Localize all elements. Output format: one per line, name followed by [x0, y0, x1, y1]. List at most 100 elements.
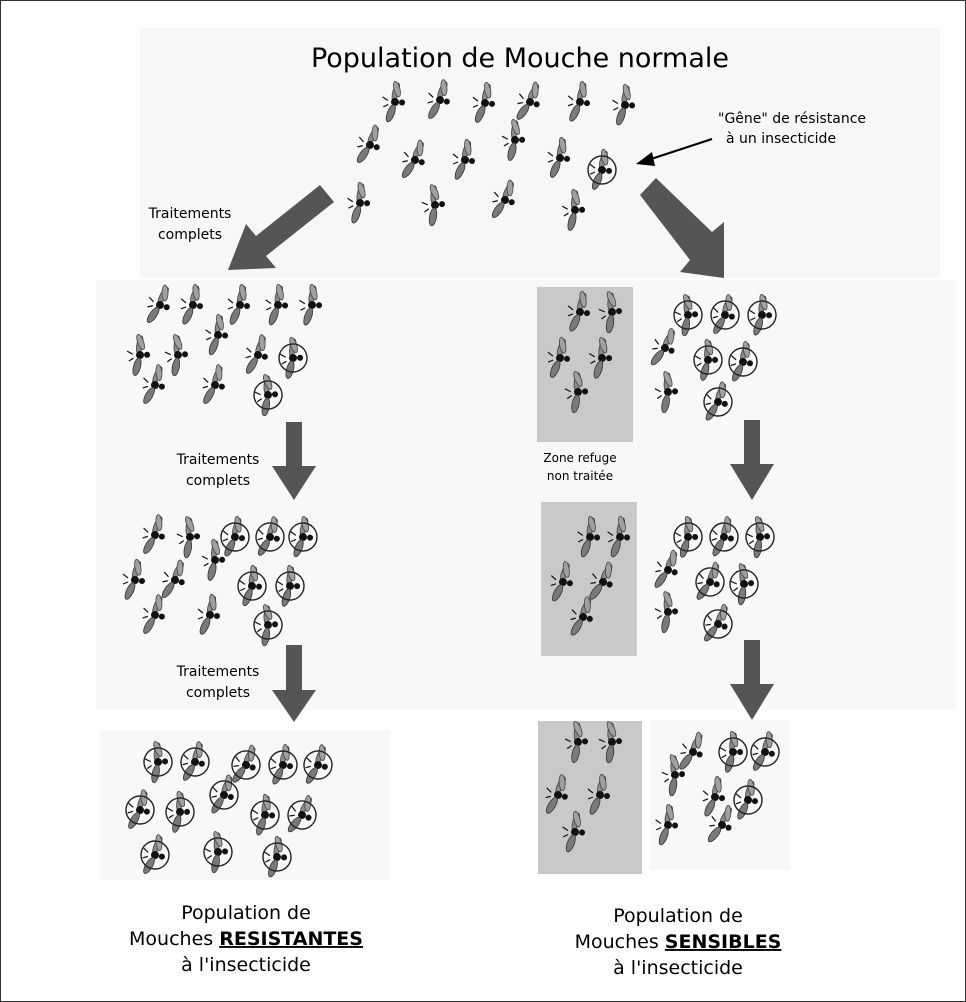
title: Population de Mouche normale: [311, 43, 729, 74]
gene-pointer-arrow: [636, 137, 713, 166]
resistance-marker-circle: [125, 795, 155, 825]
resistance-marker-circle: [303, 750, 333, 780]
resistant-fly: [180, 739, 210, 785]
resistant-fly: [140, 738, 173, 786]
result-left-line1: Population de: [181, 902, 311, 924]
resistance-marker-circle: [165, 797, 195, 827]
fly-population: [122, 77, 780, 880]
resistant-fly: [709, 514, 739, 559]
resistant-fly: [710, 292, 740, 338]
resistance-marker-circle: [220, 522, 250, 552]
resistant-fly: [274, 563, 305, 609]
resistance-marker-circle: [750, 737, 780, 767]
down-arrow-right-2: [730, 640, 774, 720]
resistant-fly: [164, 789, 195, 835]
resistant-fly: [276, 334, 308, 382]
resistant-fly: [747, 292, 777, 338]
resistance-marker-circle: [703, 387, 733, 417]
resistance-marker-circle: [255, 522, 285, 552]
resistant-fly: [693, 558, 725, 605]
resistant-fly: [250, 792, 280, 838]
resistance-marker-circle: [268, 750, 298, 780]
treatment-label-1a: Traitements: [148, 206, 232, 222]
gene-label-line1: "Gêne" de résistance: [718, 111, 866, 127]
resistance-marker-circle: [695, 567, 725, 597]
resistance-marker-circle: [253, 610, 283, 640]
resistant-fly: [670, 291, 704, 339]
resistance-marker-circle: [747, 300, 777, 330]
down-arrow-left-1: [272, 422, 316, 500]
resistance-marker-circle: [231, 750, 261, 780]
resistant-fly: [702, 379, 733, 425]
resistant-fly: [733, 778, 763, 822]
treatment-label-3b: complets: [186, 685, 250, 701]
result-left-line3: à l'insecticide: [181, 954, 311, 976]
gene-label-line2: à un insecticide: [726, 131, 836, 147]
resistance-marker-circle: [237, 571, 267, 601]
resistance-marker-circle: [180, 747, 210, 777]
treatment-label-2a: Traitements: [176, 452, 260, 468]
resistance-marker-circle: [745, 522, 775, 552]
resistant-fly: [255, 514, 285, 560]
resistance-marker-circle: [262, 842, 292, 872]
result-right-emph: SENSIBLES: [665, 931, 782, 953]
resistance-marker-circle: [728, 347, 758, 377]
resistance-marker-circle: [709, 522, 739, 552]
resistance-marker-circle: [710, 300, 740, 330]
resistance-marker-circle: [288, 522, 318, 552]
resistant-fly: [701, 600, 734, 647]
resistant-fly: [237, 563, 267, 608]
result-right-line2: Mouches SENSIBLES: [575, 931, 782, 953]
resistant-fly: [726, 560, 760, 608]
down-arrow-left-2: [272, 645, 316, 722]
result-left-line2: Mouches RESISTANTES: [129, 928, 363, 950]
resistance-marker-circle: [250, 800, 280, 830]
resistant-fly: [220, 515, 250, 559]
result-left-prefix: Mouches: [129, 928, 219, 950]
resistant-fly: [250, 601, 284, 649]
resistant-fly: [208, 771, 239, 818]
resistance-marker-circle: [140, 840, 170, 870]
diagonal-arrow-right: [640, 178, 724, 278]
resistant-fly: [672, 514, 703, 560]
resistant-fly: [200, 828, 233, 876]
treatment-label-3a: Traitements: [176, 664, 260, 680]
resistance-marker-circle: [253, 380, 283, 410]
bottom-left-panel: [100, 730, 390, 880]
resistance-marker-circle: [729, 569, 759, 599]
resistant-fly: [284, 791, 318, 839]
resistance-marker-circle: [143, 747, 173, 777]
resistant-fly: [288, 514, 318, 559]
result-right-prefix: Mouches: [575, 931, 665, 953]
resistance-marker-circle: [587, 155, 617, 185]
resistance-marker-circle: [673, 522, 703, 552]
resistant-fly: [587, 148, 617, 192]
treatment-label-2b: complets: [186, 473, 250, 489]
resistant-fly: [229, 741, 261, 788]
resistant-fly: [268, 743, 298, 787]
diagonal-arrow-left: [228, 185, 334, 270]
resistant-fly: [742, 513, 776, 561]
refuge-label-line1: Zone refuge: [543, 451, 616, 465]
resistance-marker-circle: [209, 780, 239, 810]
resistant-fly: [262, 834, 292, 880]
resistance-marker-circle: [673, 300, 703, 330]
resistance-marker-circle: [718, 737, 748, 767]
result-right-line3: à l'insecticide: [613, 957, 743, 979]
resistant-fly: [728, 339, 758, 384]
resistant-fly: [250, 371, 284, 419]
refuge-label-line2: non traitée: [547, 469, 613, 483]
resistant-fly: [717, 729, 748, 775]
result-right-line1: Population de: [613, 905, 743, 927]
resistance-marker-circle: [287, 800, 317, 830]
resistant-fly: [303, 742, 333, 788]
middle-panel: [96, 280, 956, 710]
resistant-fly: [125, 787, 155, 833]
result-left-emph: RESISTANTES: [219, 928, 363, 950]
down-arrow-right-1: [730, 420, 774, 500]
resistant-fly: [692, 337, 723, 383]
resistance-marker-circle: [693, 345, 723, 375]
resistance-marker-circle: [275, 571, 305, 601]
resistance-marker-circle: [278, 343, 308, 373]
